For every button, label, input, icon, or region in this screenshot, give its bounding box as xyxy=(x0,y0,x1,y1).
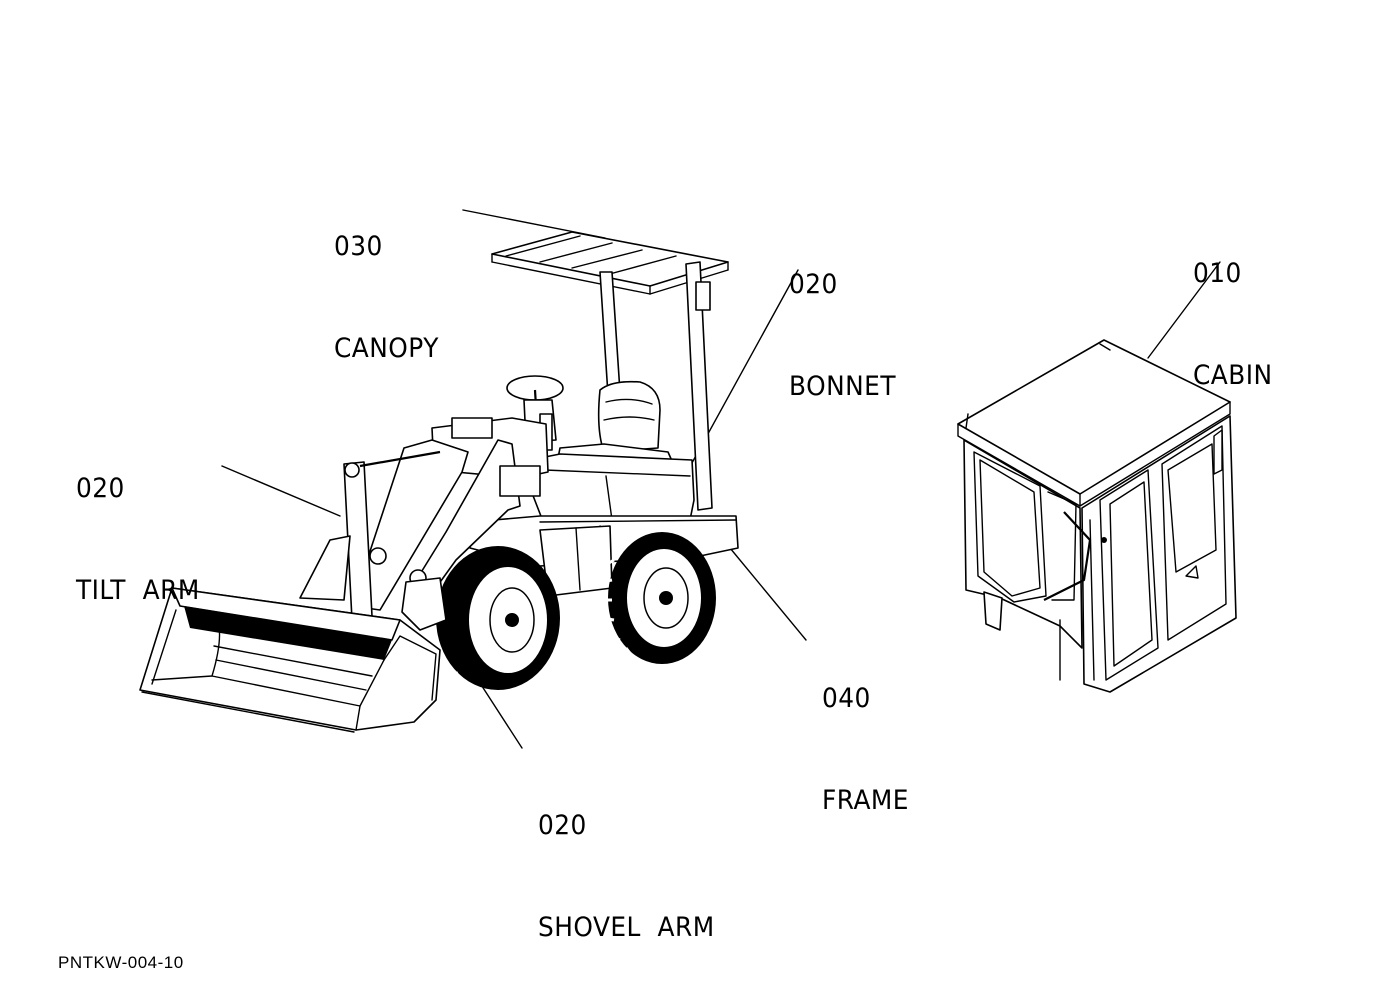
bonnet-number: 020 xyxy=(789,269,838,300)
callout-bonnet: 020 BONNET xyxy=(789,200,896,438)
callout-cabin: 010 CABIN xyxy=(1193,189,1273,427)
callout-tilt-arm: 020 TILT ARM xyxy=(76,404,200,642)
bucket xyxy=(139,587,441,733)
shovel-arm-number: 020 xyxy=(538,810,587,841)
shovel-arm-label: SHOVEL ARM xyxy=(538,912,715,943)
tilt-arm-leader xyxy=(221,465,341,517)
wheel-loader xyxy=(139,231,739,733)
frame-number: 040 xyxy=(822,683,871,714)
frame-label: FRAME xyxy=(822,785,909,816)
cabin-front xyxy=(1081,415,1237,693)
callout-shovel-arm: 020 SHOVEL ARM xyxy=(538,741,715,979)
cabin-leader xyxy=(1147,261,1221,359)
callout-canopy: 030 CANOPY xyxy=(334,162,439,400)
cabin-number: 010 xyxy=(1193,258,1242,289)
cabin-drawing xyxy=(957,339,1237,693)
page-code: PNTKW-004-10 xyxy=(58,953,184,972)
front-wheel xyxy=(426,546,560,690)
frame-leader xyxy=(729,547,807,641)
tilt-arm-label: TILT ARM xyxy=(76,575,200,606)
canopy-label: CANOPY xyxy=(334,333,439,364)
cabin-label: CABIN xyxy=(1193,360,1273,391)
tilt-arm-number: 020 xyxy=(76,473,125,504)
callout-frame: 040 FRAME xyxy=(822,614,909,852)
rear-wheel xyxy=(599,532,716,664)
bonnet-label: BONNET xyxy=(789,371,896,402)
loader-arm-right xyxy=(403,439,521,611)
shovel-arm-leader xyxy=(477,679,523,749)
canopy-number: 030 xyxy=(334,231,383,262)
